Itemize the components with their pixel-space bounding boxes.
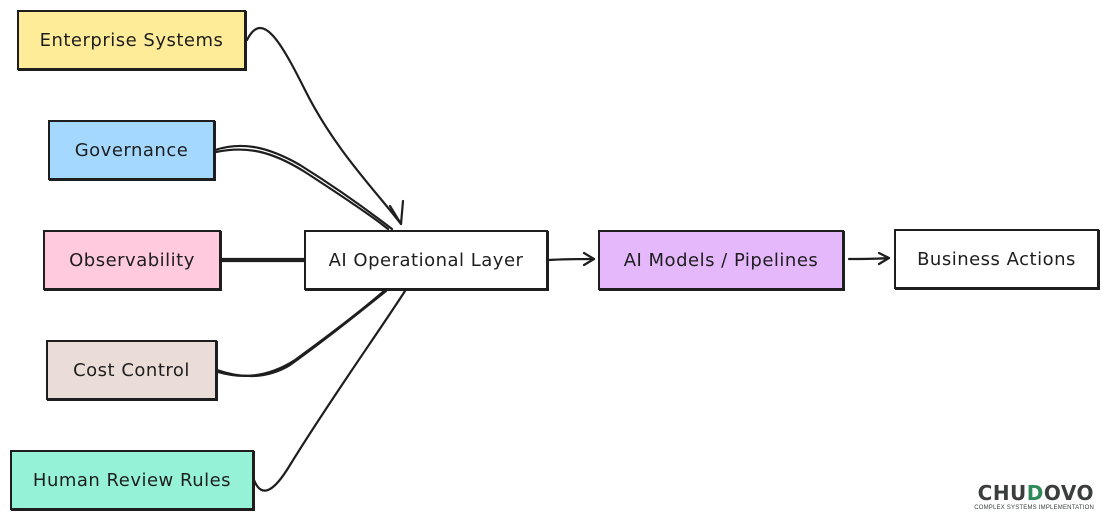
node-label: Human Review Rules xyxy=(32,469,232,491)
node-label: Cost Control xyxy=(73,359,190,381)
edge-enterprise-to-ailayer xyxy=(245,27,405,226)
node-human-review-rules: Human Review Rules xyxy=(10,450,254,510)
node-business-actions: Business Actions xyxy=(894,229,1099,289)
node-observability: Observability xyxy=(43,230,221,290)
edge-models-to-business xyxy=(847,251,891,266)
node-label: Governance xyxy=(74,139,189,161)
edge-observability-to-ailayer xyxy=(219,257,306,263)
arrowhead-icon xyxy=(388,199,405,226)
logo-tagline: COMPLEX SYSTEMS IMPLEMENTATION xyxy=(974,505,1094,511)
node-label: AI Models / Pipelines xyxy=(623,249,819,271)
edge-ailayer-to-models xyxy=(547,251,596,267)
chudovo-logo: CHUDOVO COMPLEX SYSTEMS IMPLEMENTATION xyxy=(974,482,1094,512)
logo-word-end: OVO xyxy=(1043,481,1094,505)
node-label: Business Actions xyxy=(917,248,1076,270)
node-ai-operational-layer: AI Operational Layer xyxy=(304,230,548,290)
node-cost-control: Cost Control xyxy=(46,340,217,400)
edge-governance-to-ailayer xyxy=(213,144,394,231)
logo-wordmark: CHUDOVO xyxy=(974,482,1094,504)
logo-word-accent: D xyxy=(1026,481,1044,505)
node-label: AI Operational Layer xyxy=(328,249,524,271)
edge-costcontrol-to-ailayer xyxy=(215,289,388,378)
edge-humanreview-to-ailayer xyxy=(252,289,407,492)
arrowhead-icon xyxy=(877,251,891,266)
node-governance: Governance xyxy=(48,120,215,180)
arrowhead-icon xyxy=(582,251,596,267)
node-label: Enterprise Systems xyxy=(39,29,224,51)
node-ai-models-pipelines: AI Models / Pipelines xyxy=(598,230,844,290)
node-enterprise-systems: Enterprise Systems xyxy=(17,10,246,70)
logo-word-start: CHU xyxy=(977,481,1027,505)
node-label: Observability xyxy=(69,249,195,271)
